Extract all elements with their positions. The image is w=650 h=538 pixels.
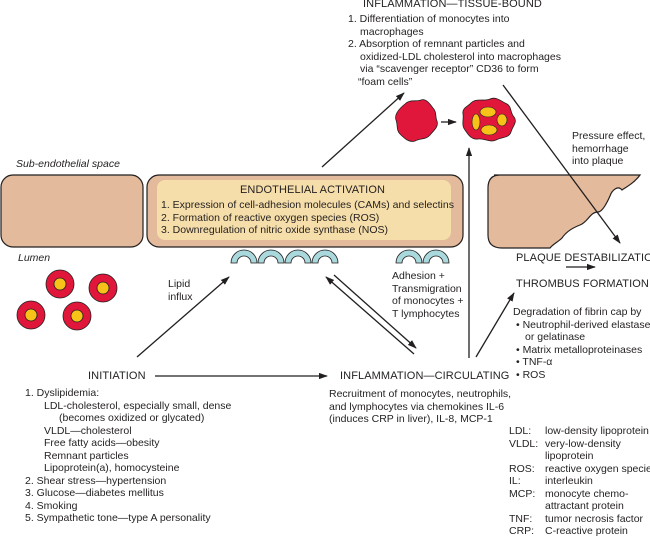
initiation-item: Free fatty acids—obesity	[44, 437, 160, 449]
abbreviation-key: CRP:	[509, 525, 535, 537]
initiation-item: LDL-cholesterol, especially small, dense	[44, 399, 232, 412]
abbreviation-definition: tumor necrosis factor	[545, 512, 644, 525]
abbreviation-entry: LDL: low-density lipoprotein	[509, 425, 650, 438]
circulating-title: INFLAMMATION—CIRCULATING	[340, 370, 510, 382]
abbreviation-definition: interleukin	[545, 475, 593, 487]
abbreviation-definition: monocyte chemo-attractant protein	[545, 487, 629, 513]
abbreviation-definition: C-reactive protein	[545, 525, 628, 537]
endothelial-item: 3. Downregulation of nitric oxide syntha…	[161, 224, 389, 236]
lumen-cell	[88, 273, 118, 303]
endothelial-item: 1. Expression of cell-adhesion molecules…	[161, 199, 454, 211]
abbreviation-entry: TNF: tumor necrosis factor	[509, 513, 650, 526]
lumen-cells	[16, 269, 118, 331]
sub-endothelial-space-label: Sub-endothelial space	[16, 158, 120, 170]
initiation-list: 1. Dyslipidemia:LDL-cholesterol, especia…	[25, 387, 231, 525]
tissue-bound-title: INFLAMMATION—TISSUE-BOUND	[363, 0, 542, 10]
circulating-description: Recruitment of monocytes, neutrophils, a…	[329, 388, 512, 425]
lumen-cell	[16, 300, 46, 330]
abbreviation-definition: reactive oxygen species	[545, 462, 650, 475]
initiation-item: 3. Glucose—diabetes mellitus	[25, 487, 164, 499]
foam-cell	[462, 97, 516, 142]
adhesion-receptors	[230, 249, 450, 264]
plaque-destabilization-title: PLAQUE DESTABILIZATION	[516, 252, 650, 264]
initiation-item: (becomes oxidized or glycated)	[59, 412, 205, 424]
arrow-endothelial-to-tissue	[321, 92, 405, 168]
abbreviation-key: IL:	[509, 475, 521, 487]
thrombus-formation-title: THROMBUS FORMATION	[516, 278, 649, 290]
arrow-circulating-to-plaque	[475, 292, 515, 358]
receptor	[257, 249, 285, 264]
lumen-cell	[45, 269, 75, 299]
degradation-bullet: • Matrix metalloproteinases	[516, 343, 643, 356]
pressure-effect-label: Pressure effect, hemorrhage into plaque	[572, 130, 646, 167]
tissue-bound-item-2: 2. Absorption of remnant particles and o…	[348, 38, 561, 88]
abbreviation-entry: IL: interleukin	[509, 475, 650, 488]
initiation-item: 1. Dyslipidemia:	[25, 387, 100, 399]
abbreviation-key: LDL:	[509, 425, 532, 437]
tissue-bound-list: 1. Differentiation of monocytes into mac…	[348, 13, 561, 88]
tissue-block-ruptured	[487, 174, 642, 249]
abbreviation-key: VLDL:	[509, 437, 539, 450]
initiation-item: Remnant particles	[44, 449, 129, 462]
receptor	[422, 249, 450, 264]
abbreviation-entry: ROS: reactive oxygen species	[509, 463, 650, 476]
endothelial-activation-title: ENDOTHELIAL ACTIVATION	[240, 184, 386, 196]
initiation-item: 2. Shear stress—hypertension	[25, 474, 167, 487]
lumen-label: Lumen	[18, 252, 51, 264]
initiation-item: Lipoprotein(a), homocysteine	[44, 462, 180, 474]
receptor	[230, 249, 258, 264]
abbreviation-entry: MCP: monocyte chemo-attractant protein	[509, 488, 650, 513]
abbreviation-definition: low-density lipoprotein	[545, 425, 649, 437]
abbreviation-entry: CRP: C-reactive protein	[509, 525, 650, 538]
fibrin-cap-degradation: Degradation of fibrin cap by • Neutrophi…	[513, 306, 650, 381]
receptor	[311, 249, 339, 264]
receptor	[284, 249, 312, 264]
initiation-title: INITIATION	[88, 370, 146, 382]
arrow-lipid-influx	[136, 276, 230, 358]
initiation-item: VLDL—cholesterol	[44, 424, 132, 437]
lipid-influx-label: Lipid influx	[168, 278, 193, 303]
tissue-bound-item-1: 1. Differentiation of monocytes into mac…	[348, 13, 510, 38]
macrophage-cell	[395, 99, 438, 142]
degradation-bullet: • TNF-α	[516, 356, 553, 368]
abbreviation-key: ROS:	[509, 462, 535, 475]
degradation-bullet: • Neutrophil-derived elastase	[516, 318, 650, 331]
initiation-item: 4. Smoking	[25, 499, 78, 512]
initiation-item: 5. Sympathetic tone—type A personality	[25, 512, 211, 524]
adhesion-transmigration-label: Adhesion + Transmigration of monocytes +…	[392, 270, 464, 320]
tissue-block-left	[0, 174, 144, 248]
arrow-circulating-to-endothelium	[325, 276, 415, 355]
degradation-bullet: • ROS	[516, 368, 546, 381]
receptor	[395, 249, 423, 264]
arrow-tissue-to-plaque	[502, 84, 621, 244]
endothelial-item: 2. Formation of reactive oxygen species …	[161, 211, 380, 224]
arrow-endothelium-to-circulating	[333, 274, 417, 349]
abbreviation-key: TNF:	[509, 512, 533, 525]
endothelial-activation-list: 1. Expression of cell-adhesion molecules…	[161, 199, 454, 237]
abbreviation-key: MCP:	[509, 487, 536, 500]
endothelial-activation-panel	[157, 180, 451, 240]
lumen-cell	[62, 301, 92, 331]
